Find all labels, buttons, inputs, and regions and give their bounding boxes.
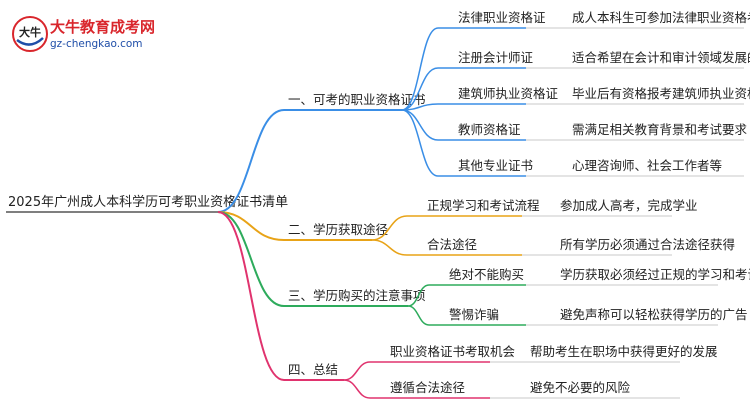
child-label: 建筑师执业资格证: [458, 86, 559, 101]
branch-connector: [217, 211, 285, 307]
child-label: 法律职业资格证: [458, 10, 546, 25]
detail-label: 避免不必要的风险: [530, 380, 631, 395]
child-label: 遵循合法途径: [390, 380, 465, 395]
child-label: 其他专业证书: [458, 158, 533, 173]
detail-label: 适合希望在会计和审计领域发展的考生: [572, 50, 750, 65]
branch-connector: [217, 109, 285, 213]
detail-label: 帮助考生在职场中获得更好的发展: [530, 344, 718, 359]
detail-label: 心理咨询师、社会工作者等: [572, 158, 722, 173]
child-connector: [401, 67, 439, 111]
logo-badge-text: 大牛: [19, 25, 41, 39]
child-connector: [401, 109, 439, 177]
child-label: 职业资格证书考取机会: [390, 344, 516, 359]
root-topic: 2025年广州成人本科学历可考职业资格证书清单: [8, 194, 288, 210]
child-connector: [407, 284, 430, 307]
child-connector: [371, 239, 408, 256]
detail-label: 成人本科生可参加法律职业资格考试: [572, 10, 750, 25]
child-connector: [343, 379, 371, 399]
branch-label: 四、总结: [288, 362, 338, 377]
branch-label: 三、学历购买的注意事项: [288, 288, 426, 303]
child-connector: [343, 361, 371, 381]
logo-url: gz-chengkao.com: [50, 38, 143, 50]
child-label: 绝对不能购买: [449, 267, 524, 282]
child-connector: [401, 109, 439, 141]
logo: 大牛 大牛教育成考网 gz-chengkao.com: [8, 12, 168, 56]
branch-label: 二、学历获取途径: [288, 222, 388, 237]
detail-label: 毕业后有资格报考建筑师执业资格考试: [572, 86, 750, 101]
detail-label: 需满足相关教育背景和考试要求: [572, 122, 748, 137]
detail-label: 避免声称可以轻松获得学历的广告: [560, 307, 748, 322]
child-label: 注册会计师证: [458, 50, 534, 65]
detail-label: 学历获取必须经过正规的学习和考试: [560, 267, 750, 282]
child-connector: [407, 305, 430, 326]
logo-title: 大牛教育成考网: [50, 18, 156, 36]
child-label: 合法途径: [427, 237, 477, 252]
branch-connector: [217, 211, 285, 381]
branch-connector: [217, 211, 285, 241]
child-label: 警惕诈骗: [449, 307, 499, 322]
detail-label: 所有学历必须通过合法途径获得: [560, 237, 735, 252]
branch-label: 一、可考的职业资格证书: [288, 92, 426, 107]
child-connector: [401, 27, 439, 111]
child-label: 正规学习和考试流程: [427, 198, 540, 213]
child-label: 教师资格证: [458, 122, 521, 137]
child-connector: [371, 215, 408, 241]
detail-label: 参加成人高考，完成学业: [560, 198, 698, 213]
logo-badge-icon: 大牛: [12, 16, 48, 52]
